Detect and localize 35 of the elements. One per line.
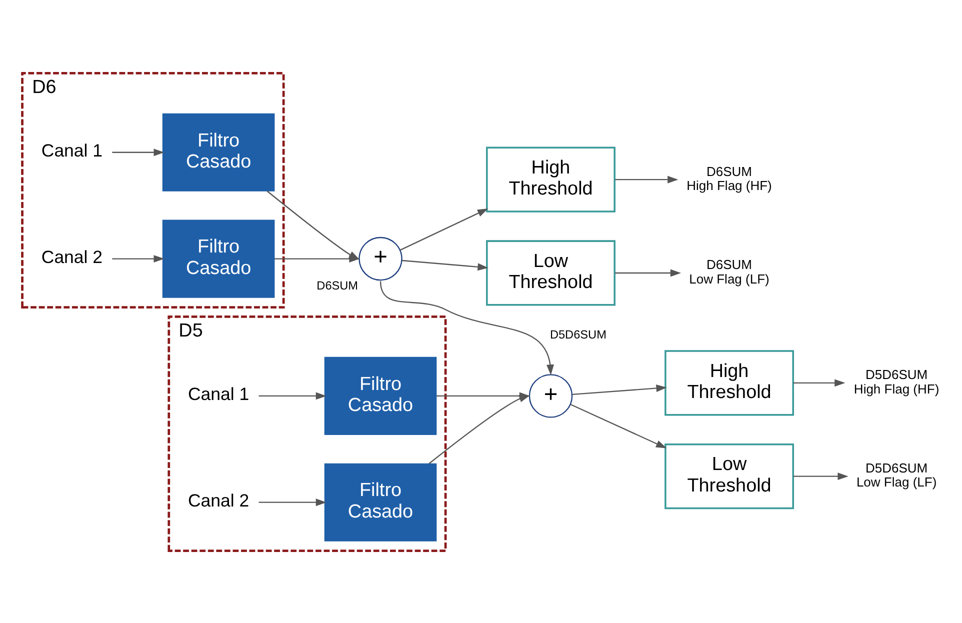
arrow: [793, 378, 846, 386]
arrow: [570, 403, 667, 448]
arrow: [112, 148, 164, 156]
arrow: [615, 268, 682, 276]
arrow: [572, 384, 667, 395]
node-text: Canal 2: [188, 490, 250, 510]
node-text: Canal 1: [188, 384, 250, 404]
arrow: [258, 498, 326, 506]
node-box: Filtro Casado: [324, 462, 437, 541]
node-box: High Threshold: [486, 146, 616, 212]
node-box: Low Threshold: [664, 443, 794, 509]
node-text: D5D6SUM Low Flag (LF): [856, 460, 937, 490]
node-text: D5D6SUM High Flag (HF): [854, 366, 940, 396]
arrow: [380, 280, 554, 375]
arrow: [112, 254, 164, 262]
arrow: [258, 392, 326, 400]
arrow: [274, 254, 360, 262]
arrow: [428, 394, 530, 464]
node-circle: +: [528, 374, 573, 418]
node-box: High Threshold: [664, 350, 794, 416]
arrow: [793, 472, 848, 480]
node-label: D5D6SUM: [550, 326, 606, 341]
node-text: Canal 2: [41, 246, 102, 266]
node-box: Low Threshold: [486, 240, 616, 306]
arrow: [615, 175, 678, 183]
arrow: [400, 208, 488, 250]
node-label: D6SUM: [316, 278, 358, 292]
node-text: D6SUM Low Flag (LF): [689, 256, 770, 286]
node-box: Filtro Casado: [162, 112, 275, 191]
node-box: Filtro Casado: [324, 356, 437, 434]
node-box: Filtro Casado: [162, 219, 275, 298]
node-circle: +: [358, 236, 402, 280]
node-text: D6SUM High Flag (HF): [686, 163, 772, 192]
arrow: [402, 259, 488, 270]
node-text: Canal 1: [41, 140, 102, 160]
